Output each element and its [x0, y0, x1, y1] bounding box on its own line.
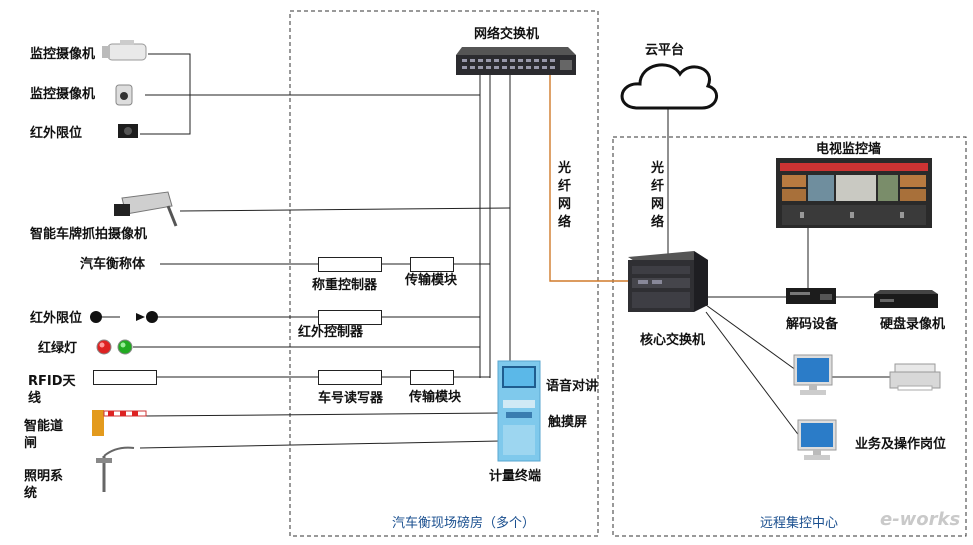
trans-module-box-1: [410, 257, 454, 272]
card-reader-box: [318, 370, 382, 385]
core-switch-icon: [628, 251, 708, 312]
trans-module1-label: 传输模块: [405, 273, 458, 288]
ir-sensor-icon: [118, 124, 138, 138]
fiber-label-left: 光纤网络: [557, 161, 571, 230]
site-zone-label: 汽车衡现场磅房（多个）: [392, 516, 536, 531]
weigh-controller-box: [318, 257, 382, 272]
decoder-icon: [786, 288, 836, 304]
scale-body-label: 汽车衡称体: [80, 257, 146, 272]
dome-camera-icon: [115, 84, 133, 106]
fiber-label-right: 光纤网络: [650, 161, 664, 230]
rfid-label: RFID天线: [28, 374, 76, 406]
tv-wall-icon: [776, 158, 932, 228]
network-switch-icon: [456, 47, 576, 75]
network-switch-label: 网络交换机: [474, 27, 540, 42]
ir-controller-label: 红外控制器: [298, 325, 364, 340]
barrier-gate-icon: [92, 410, 147, 436]
camera2-label: 监控摄像机: [30, 87, 96, 102]
box-camera-icon: [102, 40, 147, 61]
ir-dot-left: [90, 311, 102, 323]
nvr-icon: [874, 290, 938, 308]
ir-limit2-label: 红外限位: [30, 311, 83, 326]
decoder-label: 解码设备: [786, 317, 839, 332]
workstation-label: 业务及操作岗位: [855, 437, 947, 452]
weigh-controller-label: 称重控制器: [312, 278, 378, 293]
ir-controller-box: [318, 310, 382, 325]
connection-lines: [102, 53, 892, 449]
intercom-label: 语音对讲: [546, 379, 599, 394]
center-zone-label: 远程集控中心: [760, 516, 839, 531]
site-zone-border: [289, 10, 599, 537]
terminal-kiosk-icon: [497, 360, 541, 462]
street-light-icon: [96, 446, 135, 492]
center-zone-border: [612, 136, 967, 537]
ir-dot-right: [146, 311, 158, 323]
core-switch-label: 核心交换机: [640, 333, 706, 348]
barrier-label: 智能道闸: [24, 419, 64, 451]
camera1-label: 监控摄像机: [30, 47, 96, 62]
trans-module2-label: 传输模块: [409, 390, 462, 405]
card-reader-label: 车号读写器: [318, 391, 384, 406]
traffic-light-label: 红绿灯: [38, 341, 78, 356]
plate-camera-label: 智能车牌抓拍摄像机: [30, 227, 148, 242]
trans-module-box-2: [410, 370, 454, 385]
tv-wall-label: 电视监控墙: [816, 142, 882, 157]
workstation-monitor-2: [797, 419, 837, 460]
cloud-label: 云平台: [645, 43, 685, 58]
workstation-monitor-1: [793, 354, 833, 395]
green-light-icon: [117, 339, 133, 355]
printer-icon: [889, 363, 941, 391]
ir-arrow: [136, 313, 145, 321]
lighting-label: 照明系统: [24, 469, 64, 501]
touchscreen-label: 触摸屏: [548, 415, 588, 430]
nvr-label: 硬盘录像机: [880, 317, 946, 332]
terminal-label: 计量终端: [489, 469, 542, 484]
rfid-antenna-box: [93, 370, 157, 385]
cloud-icon: [620, 63, 718, 110]
ir-limit1-label: 红外限位: [30, 126, 83, 141]
red-light-icon: [96, 339, 112, 355]
fiber-line: [549, 75, 628, 282]
plate-camera-icon: [114, 191, 178, 227]
watermark-logo: e-works: [880, 509, 961, 530]
